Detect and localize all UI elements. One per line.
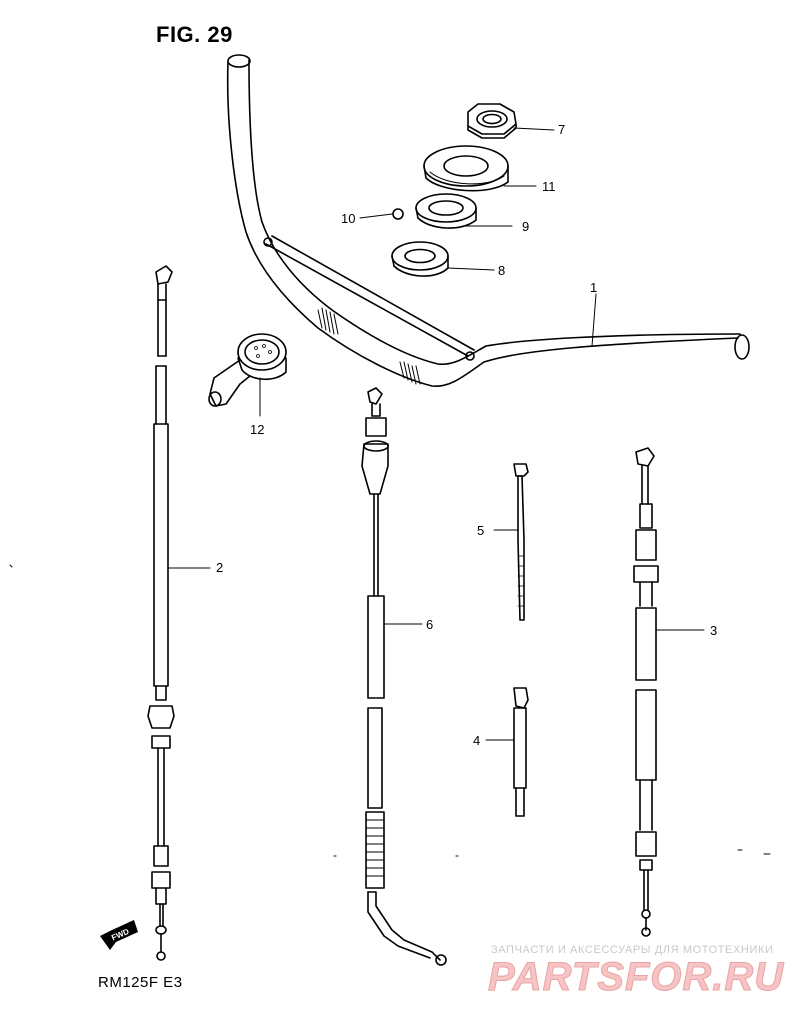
forward-direction-icon: FWD [100, 920, 138, 950]
part-11-grommet [423, 145, 509, 192]
part-3-cable [633, 447, 659, 937]
watermark-tagline: ЗАПЧАСТИ И АКСЕССУАРЫ ДЛЯ МОТОТЕХНИКИ [491, 944, 774, 956]
part-9-washer [415, 193, 477, 229]
watermark-logo: PARTSFOR.RU [487, 955, 785, 1000]
callout-1: 1 [590, 280, 597, 295]
callout-7: 7 [558, 122, 565, 137]
figure-title: FIG. 29 [156, 22, 233, 47]
part-5-cable-tie [513, 463, 529, 621]
callout-10: 10 [341, 211, 355, 226]
callout-6: 6 [426, 617, 433, 632]
handlebar [226, 54, 750, 387]
part-8-ring [391, 241, 449, 277]
callout-11: 11 [542, 179, 556, 194]
fwd-label: FWD [110, 927, 131, 943]
callout-4: 4 [473, 733, 480, 748]
part-6-cable [361, 387, 447, 966]
callout-5: 5 [477, 523, 484, 538]
callout-3: 3 [710, 623, 717, 638]
part-10-ball [392, 208, 404, 220]
model-code: RM125F E3 [98, 974, 183, 991]
part-4-clamp [513, 687, 529, 817]
callout-9: 9 [522, 219, 529, 234]
callout-2: 2 [216, 560, 223, 575]
part-2-cable [147, 265, 175, 961]
part-12-counter [208, 333, 287, 407]
callout-8: 8 [498, 263, 505, 278]
callout-12: 12 [250, 422, 264, 437]
part-7-nut [467, 103, 517, 139]
